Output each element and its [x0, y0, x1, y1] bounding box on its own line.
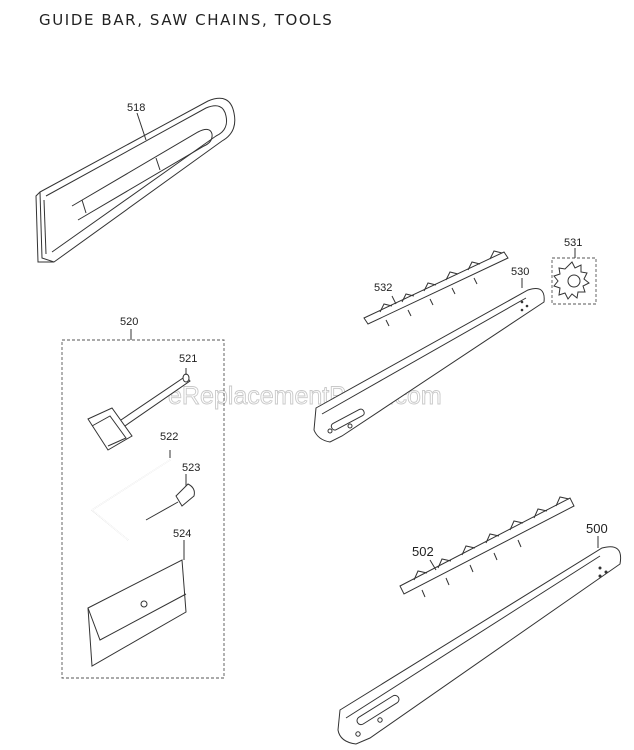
callout-520: 520 — [120, 316, 138, 328]
part-500-guide-bar[interactable] — [337, 536, 622, 745]
callout-522: 522 — [160, 431, 178, 443]
page-title: GUIDE BAR, SAW CHAINS, TOOLS — [39, 11, 334, 29]
callout-502: 502 — [412, 544, 434, 559]
part-521-combination-wrench[interactable] — [87, 368, 191, 451]
callout-500: 500 — [586, 521, 608, 536]
callout-530: 530 — [511, 266, 529, 278]
part-522-hex-key[interactable] — [90, 450, 171, 541]
tool-kit-520-boundary — [61, 339, 225, 679]
part-502-saw-chain[interactable] — [399, 496, 575, 598]
callout-521: 521 — [179, 353, 197, 365]
part-524-file-holder[interactable] — [87, 540, 187, 667]
part-531-sprocket[interactable] — [551, 248, 597, 305]
part-532-saw-chain[interactable] — [363, 250, 509, 327]
part-523-screwdriver[interactable] — [145, 474, 195, 521]
callout-531: 531 — [564, 237, 582, 249]
callout-523: 523 — [182, 462, 200, 474]
part-518-bar-cover[interactable] — [35, 97, 236, 263]
part-530-guide-bar[interactable] — [313, 278, 545, 443]
callout-524: 524 — [173, 528, 191, 540]
callout-518: 518 — [127, 102, 145, 114]
callout-532: 532 — [374, 282, 392, 294]
